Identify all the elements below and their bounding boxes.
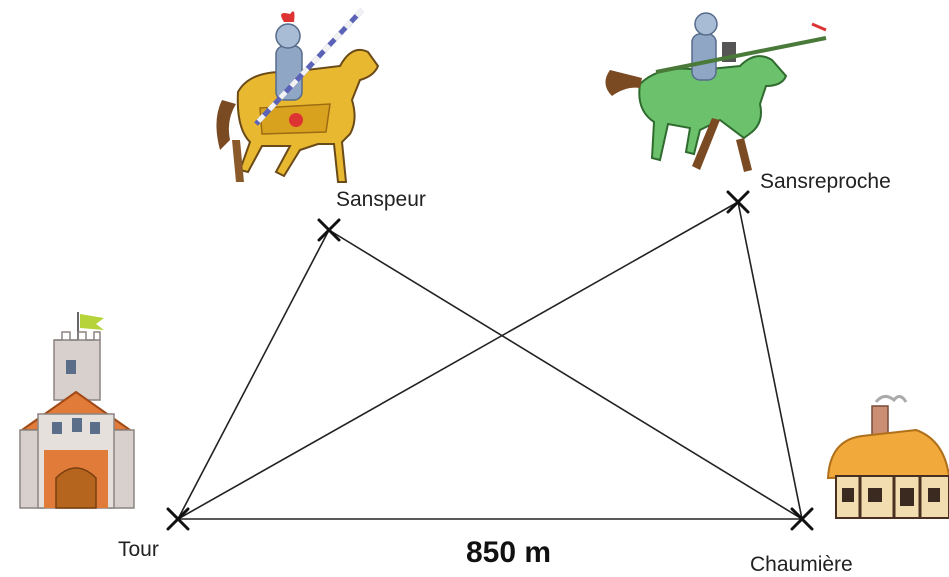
segment-sansreproche-chaumiere bbox=[737, 201, 803, 520]
label-chaumiere: Chaumière bbox=[750, 553, 853, 576]
label-sansreproche: Sansreproche bbox=[760, 170, 891, 193]
distance-label: 850 m bbox=[466, 536, 552, 569]
knight-yellow-horse-picture bbox=[216, 8, 380, 183]
castle-tower-picture bbox=[18, 312, 135, 509]
point-marker-tour bbox=[166, 507, 190, 531]
knight-green-horse-picture bbox=[605, 12, 827, 172]
segment-tour-sansreproche bbox=[177, 201, 739, 520]
point-marker-sanspeur bbox=[317, 218, 341, 242]
thatched-cottage-picture bbox=[826, 395, 949, 519]
point-marker-chaumiere bbox=[790, 507, 814, 531]
segment-tour-sanspeur bbox=[177, 229, 330, 520]
segment-sanspeur-chaumiere bbox=[328, 229, 803, 520]
label-sanspeur: Sanspeur bbox=[336, 188, 426, 211]
point-marker-sansreproche bbox=[726, 190, 750, 214]
label-tour: Tour bbox=[118, 538, 159, 561]
